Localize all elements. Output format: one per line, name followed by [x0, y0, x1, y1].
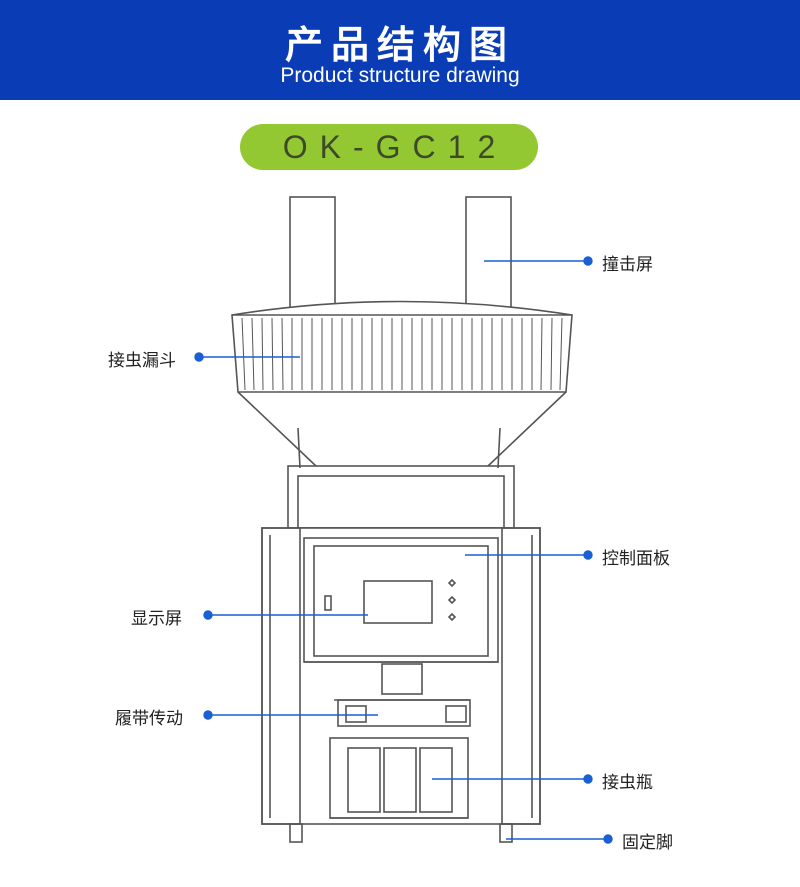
callout-dot-track-drive: [203, 710, 213, 720]
cabinet-post-left: [261, 527, 301, 825]
funnel-cone: [237, 391, 567, 467]
cabinet-post-right: [501, 527, 541, 825]
funnel-ribs: [241, 317, 563, 391]
callout-dot-bottle: [583, 774, 593, 784]
drive-motor: [381, 663, 423, 695]
foot-left: [289, 823, 303, 843]
page-header: 产品结构图 Product structure drawing: [0, 0, 800, 100]
label-display-screen: 显示屏: [131, 609, 182, 629]
insect-bottle-2: [383, 747, 417, 813]
model-badge: OK-GC12: [240, 124, 538, 170]
funnel-top-rim: [231, 300, 573, 316]
callout-dot-control-panel: [583, 550, 593, 560]
funnel-support-right: [497, 427, 501, 469]
label-control-panel: 控制面板: [602, 549, 670, 569]
upper-frame-inner: [297, 475, 505, 529]
label-impact-screen: 撞击屏: [602, 255, 653, 275]
label-track-drive: 履带传动: [115, 709, 183, 729]
funnel-support-left: [297, 427, 301, 469]
impact-screen-right: [465, 196, 512, 316]
callout-dot-impact-screen: [583, 256, 593, 266]
label-insect-bottle: 接虫瓶: [602, 773, 653, 793]
label-fixed-feet: 固定脚: [622, 833, 673, 853]
label-insect-funnel: 接虫漏斗: [108, 351, 176, 371]
page-title: 产品结构图: [284, 22, 515, 67]
impact-screen-left: [289, 196, 336, 316]
page-subtitle: Product structure drawing: [280, 64, 520, 87]
control-latch: [324, 595, 332, 611]
control-box-inner: [313, 545, 489, 657]
insect-bottle-3: [419, 747, 453, 813]
callout-dot-display: [203, 610, 213, 620]
callout-dot-feet: [603, 834, 613, 844]
display-screen: [363, 580, 433, 624]
control-buttons: [447, 578, 457, 622]
callout-dot-funnel: [194, 352, 204, 362]
insect-bottle-1: [347, 747, 381, 813]
foot-right: [499, 823, 513, 843]
